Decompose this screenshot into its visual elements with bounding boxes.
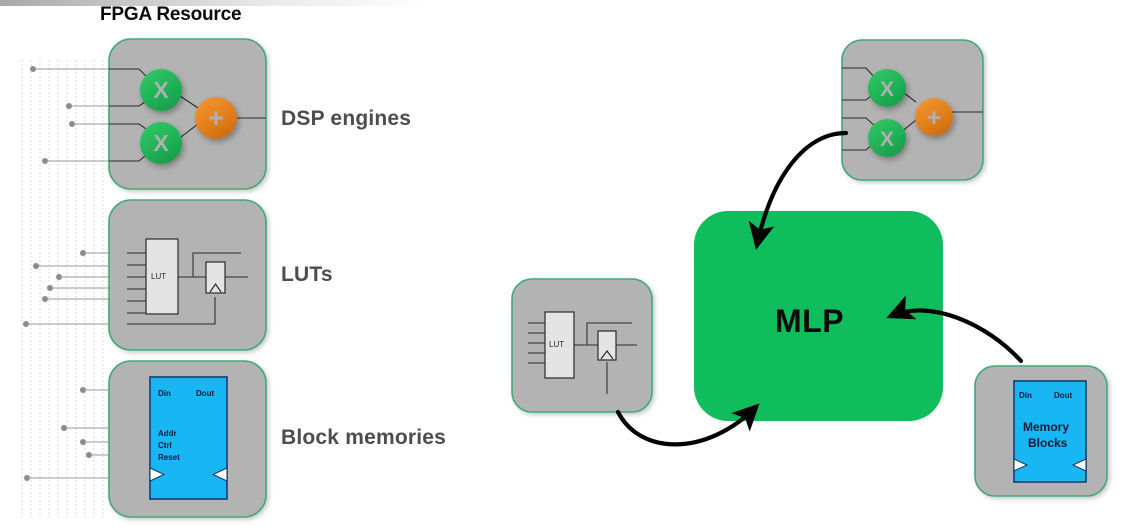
memory-signal-reset: Reset — [158, 453, 180, 462]
clock-triangle-icon — [209, 282, 222, 293]
lut-right-wires — [528, 322, 637, 394]
page-title: FPGA Resource — [100, 4, 242, 25]
dsp-right-body — [841, 39, 984, 181]
memory-port-arrow-left — [149, 467, 166, 482]
lut-block-right[interactable] — [511, 278, 653, 413]
label-block-memories: Block memories — [281, 426, 447, 449]
lut-block-left[interactable] — [108, 199, 267, 351]
top-gradient-band — [0, 0, 430, 6]
memory-core — [149, 376, 228, 500]
block-memory-right[interactable] — [974, 365, 1108, 497]
dsp-block-body — [108, 38, 267, 190]
adder-glyph-right: + — [927, 104, 942, 132]
lut-wires — [127, 252, 248, 325]
memory-right-port-din: Din — [1019, 391, 1032, 400]
adder-icon — [195, 97, 237, 139]
memory-right-port-arrow-right — [1071, 458, 1087, 472]
memory-port-arrow-right — [211, 467, 228, 482]
label-dsp-engines: DSP engines — [281, 107, 412, 130]
lut-core — [145, 238, 179, 315]
mlp-label: MLP — [775, 303, 845, 339]
lut-core-label-right: LUT — [549, 340, 565, 349]
adder-glyph: + — [208, 103, 224, 133]
memory-right-port-arrow-left — [1013, 458, 1029, 472]
multiplier-glyph-1: X — [153, 77, 169, 103]
label-luts: LUTs — [281, 263, 333, 286]
memory-port-din: Din — [158, 389, 171, 398]
flipflop-icon — [205, 261, 226, 294]
dsp-engine-block-left[interactable]: X X + — [108, 38, 267, 190]
memory-right-name-line2: Blocks — [1028, 436, 1068, 450]
lut-core-label: LUT — [151, 272, 167, 281]
dsp-engine-block-right[interactable]: X X + — [841, 39, 984, 181]
lut-right-core — [544, 311, 575, 379]
arrow-dsp-to-mlp — [748, 130, 849, 250]
block-memory-left[interactable] — [108, 360, 267, 518]
flipflop-icon-right — [597, 330, 617, 361]
memory-port-dout: Dout — [196, 389, 215, 398]
arrow-mem-to-mlp — [886, 295, 1024, 364]
multiplier-glyph-right-2: X — [880, 128, 894, 151]
arrow-lut-to-mlp — [615, 403, 760, 447]
memory-signal-ctrl: Ctrl — [158, 441, 172, 450]
multiplier-icon-1 — [140, 69, 182, 111]
multiplier-glyph-2: X — [153, 130, 169, 156]
multiplier-glyph-right-1: X — [880, 78, 894, 101]
multiplier-icon-2 — [140, 122, 182, 164]
memory-right-port-dout: Dout — [1054, 391, 1073, 400]
lut-block-body — [108, 199, 267, 351]
clock-triangle-icon-right — [600, 350, 614, 360]
multiplier-icon-right-2 — [868, 119, 906, 157]
memory-signal-addr: Addr — [158, 429, 177, 438]
mlp-block[interactable] — [694, 211, 943, 421]
memory-right-name-line1: Memory — [1023, 420, 1070, 434]
adder-icon-right — [915, 98, 953, 136]
multiplier-icon-right-1 — [868, 69, 906, 107]
mlp-block-body — [694, 211, 943, 421]
